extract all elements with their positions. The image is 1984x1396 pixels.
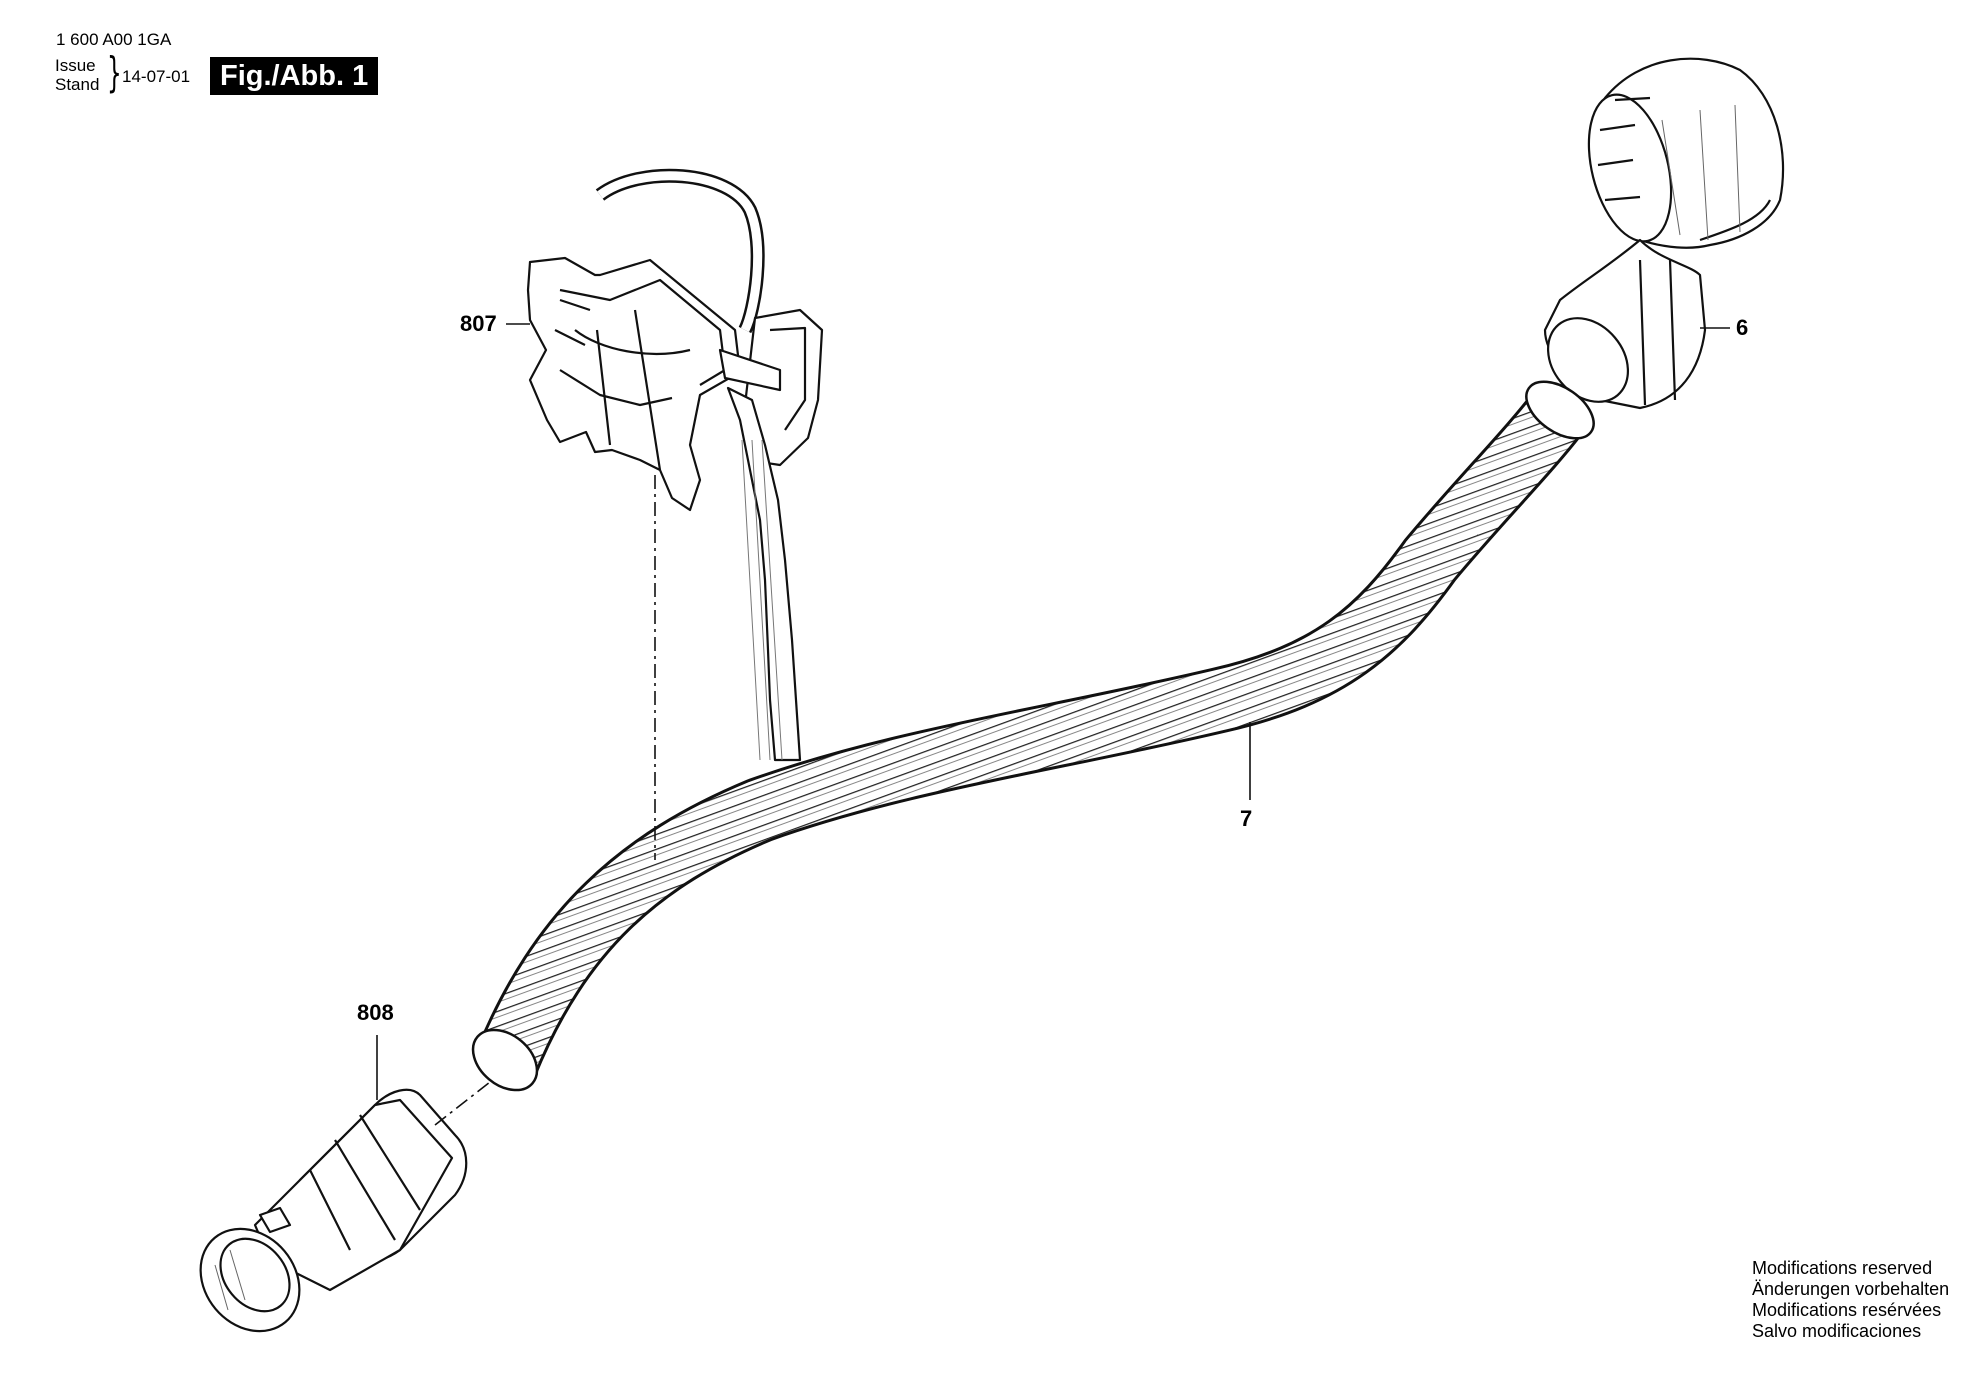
figure-label: Fig./Abb. 1 xyxy=(210,57,379,95)
issue-date: 14-07-01 xyxy=(122,67,191,86)
centerline-adapter xyxy=(434,1081,491,1126)
modifications-notice: Modifications reserved Änderungen vorbeh… xyxy=(1752,1258,1949,1342)
callout-6: 6 xyxy=(1736,315,1749,340)
notice-line-en: Modifications reserved xyxy=(1752,1258,1933,1278)
leader-lines xyxy=(376,323,1730,1126)
callout-808: 808 xyxy=(357,1000,394,1025)
issue-label-de: Stand xyxy=(55,75,100,94)
end-adapter-drawing xyxy=(199,1088,468,1333)
notice-line-es: Salvo modificaciones xyxy=(1752,1321,1922,1341)
notice-line-fr: Modifications resérvées xyxy=(1752,1300,1942,1320)
document-number: 1 600 A00 1GA xyxy=(56,30,172,49)
notice-line-de: Änderungen vorbehalten xyxy=(1752,1279,1950,1299)
issue-labels: Issue Stand xyxy=(55,56,99,94)
brace-symbol: } xyxy=(107,48,122,97)
issue-label-en: Issue xyxy=(55,56,96,75)
elbow-adapter-drawing xyxy=(1543,57,1785,410)
hose-clip-drawing xyxy=(526,168,824,762)
callout-807: 807 xyxy=(460,311,497,336)
corrugated-hose-drawing xyxy=(471,380,1595,1092)
callout-7: 7 xyxy=(1240,806,1253,831)
